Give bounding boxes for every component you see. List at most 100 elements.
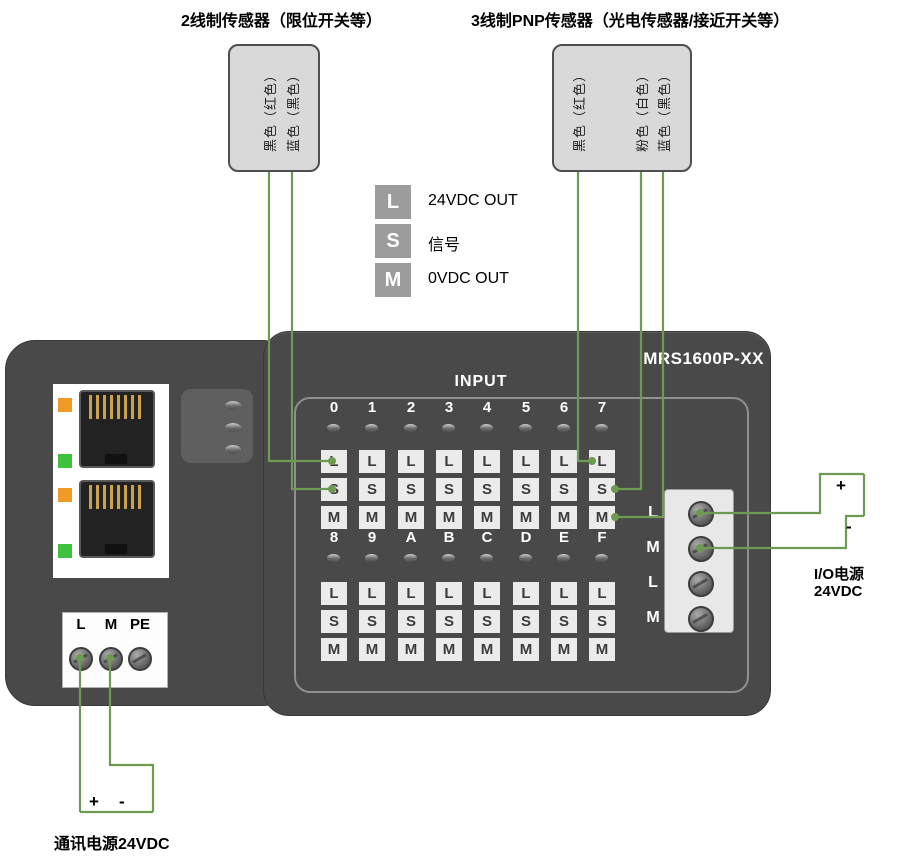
model-label: MRS1600P-XX [643, 349, 764, 368]
comm-terminal-letter-l: L [76, 616, 86, 633]
io-terminal-screw-1 [688, 501, 714, 527]
io-terminal-letter-1-l: L [648, 504, 658, 521]
port2-rj45-jack [79, 480, 155, 558]
terminal-4-m: M [474, 506, 500, 529]
channel-B-number: B [443, 529, 455, 546]
terminal-5-m: M [513, 506, 539, 529]
terminal-E-l: L [551, 582, 577, 605]
terminal-2-l: L [398, 450, 424, 473]
terminal-0-l: L [321, 450, 347, 473]
terminal-7-m: M [589, 506, 615, 529]
sensor2-wire-label-2: 蓝色（黑色） [286, 68, 301, 153]
channel-E-number: E [558, 529, 569, 546]
channel-5-number: 5 [521, 399, 531, 416]
channel-9-number: 9 [367, 529, 377, 546]
io-terminal-letter-2-m: M [646, 539, 660, 556]
channel-F-led [595, 554, 608, 562]
sensor3-wire-label-2: 粉色（白色） [635, 68, 650, 153]
terminal-5-l: L [513, 450, 539, 473]
terminal-9-s: S [359, 610, 385, 633]
port1-pins [89, 395, 145, 419]
terminal-8-m: M [321, 638, 347, 661]
comm-terminal-letter-m: M [104, 616, 118, 633]
terminal-C-s: S [474, 610, 500, 633]
terminal-5-s: S [513, 478, 539, 501]
channel-5-led [519, 424, 532, 432]
channel-D-number: D [520, 529, 532, 546]
terminal-4-s: S [474, 478, 500, 501]
terminal-A-s: S [398, 610, 424, 633]
comm-power-plus-sign: + [89, 792, 99, 811]
comm-power-label: 通讯电源24VDC [54, 836, 170, 853]
terminal-7-s: S [589, 478, 615, 501]
channel-2-led [404, 424, 417, 432]
terminal-6-l: L [551, 450, 577, 473]
channel-B-led [442, 554, 455, 562]
terminal-C-l: L [474, 582, 500, 605]
terminal-3-l: L [436, 450, 462, 473]
legend-desc-S: 信号 [428, 237, 461, 254]
channel-1-number: 1 [367, 399, 377, 416]
input-section-label: INPUT [454, 373, 508, 390]
terminal-B-m: M [436, 638, 462, 661]
terminal-F-m: M [589, 638, 615, 661]
io-power-terminal-block [664, 489, 734, 633]
comm-power-minus-sign: - [119, 792, 125, 811]
sensor2-box: 黑色（红色） 蓝色（黑色） [228, 44, 320, 172]
channel-4-led [480, 424, 493, 432]
terminal-D-l: L [513, 582, 539, 605]
channel-8-led [327, 554, 340, 562]
device-left-module [5, 340, 293, 706]
terminal-3-s: S [436, 478, 462, 501]
comm-terminal-screw-2 [99, 647, 123, 671]
channel-F-number: F [597, 529, 607, 546]
comm-power-terminal-block: L M PE [62, 612, 168, 688]
port2-pins [89, 485, 145, 509]
port1-orange-led-icon [58, 398, 72, 412]
terminal-6-s: S [551, 478, 577, 501]
legend-desc-L: 24VDC OUT [428, 192, 518, 209]
ethernet-port-1 [53, 390, 169, 476]
terminal-1-s: S [359, 478, 385, 501]
terminal-A-l: L [398, 582, 424, 605]
status-led-3 [225, 445, 241, 454]
comm-terminal-letter-pe: PE [129, 616, 150, 633]
channel-C-led [480, 554, 493, 562]
channel-3-led [442, 424, 455, 432]
terminal-C-m: M [474, 638, 500, 661]
channel-A-led [404, 554, 417, 562]
terminal-0-m: M [321, 506, 347, 529]
terminal-1-m: M [359, 506, 385, 529]
io-power-label-line1: I/O电源 [814, 566, 865, 583]
channel-7-led [595, 424, 608, 432]
legend-key-M: M [375, 263, 411, 297]
channel-A-number: A [405, 529, 417, 546]
legend-key-L: L [375, 185, 411, 219]
ethernet-port-2 [53, 480, 169, 566]
port2-orange-led-icon [58, 488, 72, 502]
channel-0-led [327, 424, 340, 432]
status-led-panel [181, 389, 253, 463]
terminal-9-l: L [359, 582, 385, 605]
io-terminal-screw-3 [688, 571, 714, 597]
terminal-D-m: M [513, 638, 539, 661]
channel-3-number: 3 [444, 399, 454, 416]
comm-terminal-screw-1 [69, 647, 93, 671]
status-led-1 [225, 401, 241, 410]
io-terminal-letter-3-l: L [648, 574, 658, 591]
sensor3-title: 3线制PNP传感器（光电传感器/接近开关等） [471, 13, 790, 30]
sensor2-wire-label-1: 黑色（红色） [263, 68, 278, 153]
legend-desc-M: 0VDC OUT [428, 270, 509, 287]
channel-C-number: C [481, 529, 493, 546]
terminal-F-s: S [589, 610, 615, 633]
io-terminal-letter-4-m: M [646, 609, 660, 626]
terminal-8-s: S [321, 610, 347, 633]
terminal-0-s: S [321, 478, 347, 501]
terminal-B-s: S [436, 610, 462, 633]
channel-E-led [557, 554, 570, 562]
terminal-F-l: L [589, 582, 615, 605]
terminal-7-l: L [589, 450, 615, 473]
io-power-label-line2: 24VDC [814, 583, 863, 600]
terminal-2-s: S [398, 478, 424, 501]
